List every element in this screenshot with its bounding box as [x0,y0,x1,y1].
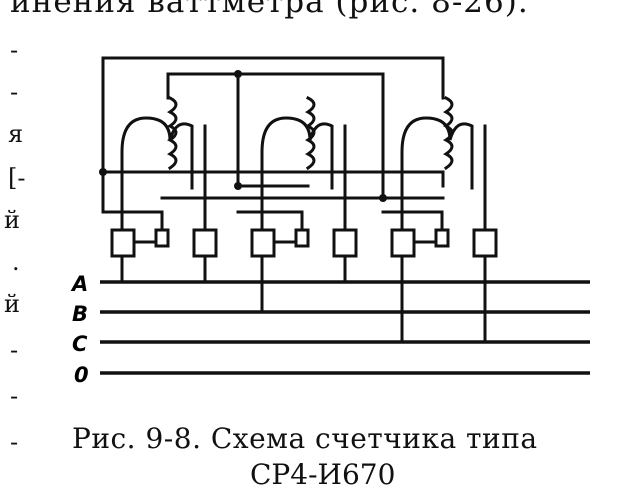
terminal-1-small [154,228,170,248]
terminal-3 [250,228,276,258]
phase-label-c: C [72,332,88,356]
side-fragment: . [12,248,20,276]
side-fragment: й [4,206,20,234]
terminal-6 [472,228,498,258]
junction-dot [234,70,242,78]
phase-label-a: A [70,272,88,296]
element-2-voltage-coil [305,95,316,171]
drop-terminal-2 [203,254,347,284]
junction-dot [379,194,387,202]
terminal-1 [110,228,136,258]
side-fragment: - [10,36,19,64]
terminal-2 [192,228,218,258]
side-fragment: - [10,428,19,456]
left-margin-fragments: - - я [- й . й - - - [0,0,40,470]
side-fragment: - [10,336,19,364]
element-1-link [101,210,164,232]
element-3-voltage-coil [443,95,454,171]
mid-bus-line [101,170,445,188]
figure-caption: Рис. 9-8. Схема счетчика типа [72,422,538,455]
element-2-current-coil-loop [260,116,334,232]
meter-wiring-diagram: A B C 0 [70,56,590,387]
second-bus-line [166,72,385,200]
terminal-5 [390,228,416,258]
side-fragment: я [8,120,24,148]
junction-dot [234,182,242,190]
element-3-link [381,210,444,232]
side-fragment: й [4,290,20,318]
side-fragment: - [10,78,19,106]
terminal-5-small [434,228,450,248]
element-1-current-coil-loop [120,116,194,232]
side-fragment: - [10,382,19,410]
top-bus-line [101,56,445,214]
figure-caption-second-line: СР4-И670 [250,458,396,491]
top-text-line: инения ваттметра (рис. 8-26). [10,0,529,20]
element-3-current-coil-loop [400,116,474,232]
terminal-3-small [294,228,310,248]
phase-label-neutral: 0 [74,363,89,387]
side-fragment: [- [8,164,26,192]
document-page: инения ваттметра (рис. 8-26). - - я [- й… [0,0,590,491]
element-2-link [236,210,304,232]
junction-dot [99,168,107,176]
phase-label-b: B [72,302,88,326]
terminal-4 [332,228,358,258]
element-1-voltage-coil [167,95,178,171]
